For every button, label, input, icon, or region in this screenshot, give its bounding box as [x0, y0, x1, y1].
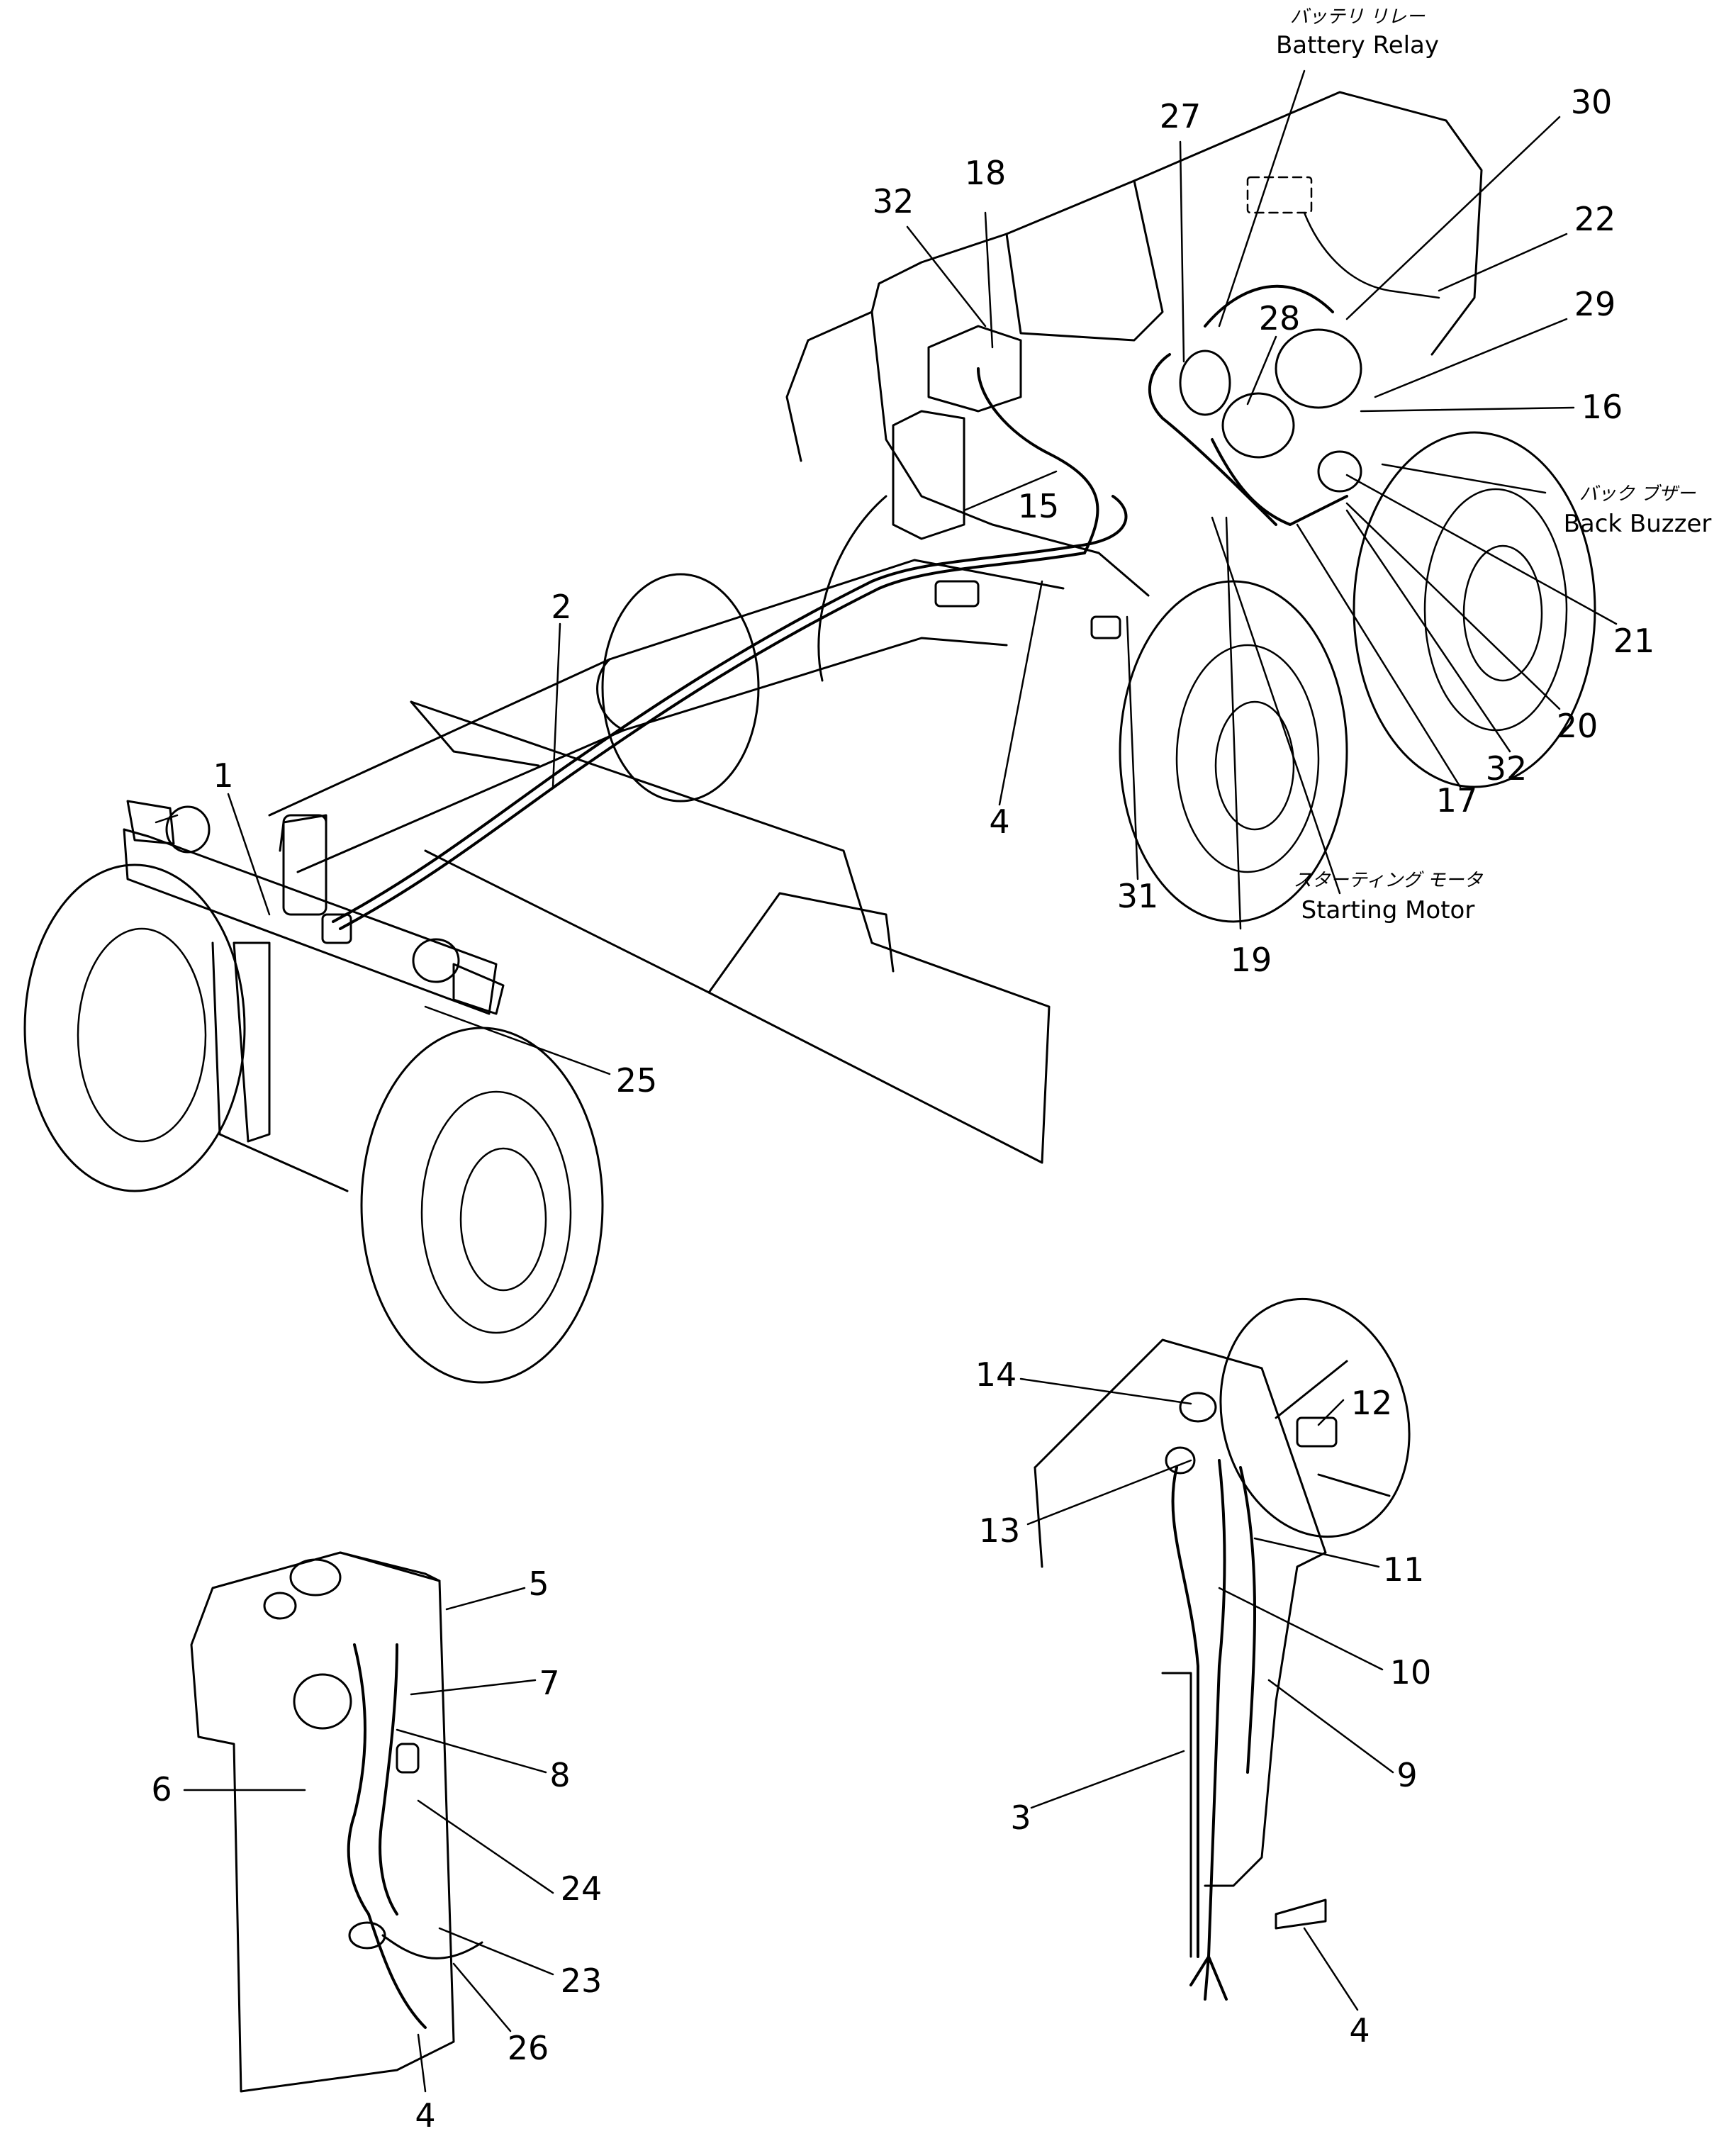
callout-26: 26 [508, 2029, 549, 2067]
callout-20: 20 [1557, 707, 1598, 745]
callout-2: 2 [551, 588, 571, 626]
instrument-panel-illustration [190, 1551, 483, 2093]
back-buzzer-label-jp: バック ブザー [1579, 483, 1696, 505]
battery-relay-label-en: Battery Relay [1276, 31, 1439, 60]
callout-19: 19 [1231, 941, 1272, 979]
callout-12: 12 [1351, 1384, 1393, 1422]
callout-31: 31 [1117, 877, 1159, 915]
starting-motor-label-jp: スターティング モータ [1294, 870, 1484, 891]
callout-4-right: 4 [1349, 2011, 1370, 2050]
callout-18: 18 [965, 154, 1007, 192]
callout-4-left: 4 [415, 2096, 435, 2135]
callout-8: 8 [549, 1756, 570, 1794]
callout-numbers: 1 2 3 4 5 6 7 8 9 10 11 12 13 14 15 16 1… [151, 83, 1654, 2135]
callout-32-right: 32 [1486, 749, 1528, 788]
component-labels: バッテリ リレー Battery Relay バック ブザー Back Buzz… [1276, 6, 1711, 924]
callout-29: 29 [1574, 285, 1616, 323]
battery-relay-label-jp: バッテリ リレー [1290, 6, 1426, 28]
callout-27: 27 [1160, 97, 1202, 135]
callout-17: 17 [1436, 781, 1478, 820]
callout-14: 14 [975, 1355, 1017, 1394]
callout-24: 24 [561, 1869, 603, 1908]
callout-22: 22 [1574, 200, 1616, 238]
motor-grader-illustration [23, 91, 1596, 1384]
callout-25: 25 [616, 1061, 658, 1100]
callout-28: 28 [1259, 299, 1301, 337]
callout-9: 9 [1396, 1756, 1417, 1794]
steering-column-illustration [1034, 1297, 1411, 2001]
callout-16: 16 [1581, 388, 1623, 426]
callout-30: 30 [1571, 83, 1613, 121]
callout-10: 10 [1390, 1653, 1432, 1692]
callout-5: 5 [528, 1565, 549, 1603]
starting-motor-label-en: Starting Motor [1301, 896, 1475, 924]
callout-21: 21 [1613, 622, 1655, 660]
callout-15: 15 [1018, 487, 1060, 525]
callout-7: 7 [539, 1664, 559, 1702]
callout-4: 4 [989, 803, 1009, 841]
callout-13: 13 [979, 1511, 1021, 1550]
callout-11: 11 [1383, 1550, 1425, 1589]
callout-6: 6 [151, 1770, 172, 1808]
callout-32-top: 32 [873, 182, 914, 220]
callout-23: 23 [561, 1962, 603, 2000]
leader-lines [183, 69, 1618, 2093]
back-buzzer-label-en: Back Buzzer [1564, 510, 1712, 538]
callout-3: 3 [1010, 1799, 1031, 1837]
callout-1: 1 [213, 756, 233, 795]
